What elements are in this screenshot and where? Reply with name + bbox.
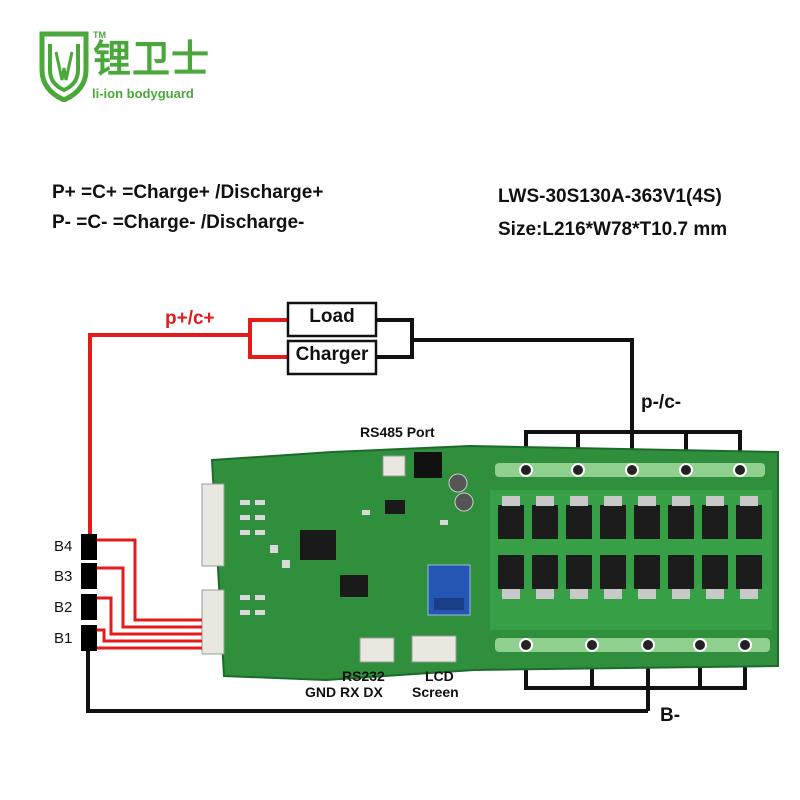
balance-connector-top bbox=[201, 483, 225, 567]
cell-label-b2: B2 bbox=[54, 599, 73, 616]
pcb-power-area bbox=[490, 490, 772, 630]
label-charger: Charger bbox=[295, 344, 369, 365]
lcd-connector bbox=[411, 635, 457, 663]
label-lcd-screen: Screen bbox=[412, 684, 459, 700]
mosfet-tabs bbox=[502, 496, 758, 599]
label-b-minus: B- bbox=[660, 705, 681, 726]
definition-negative: P- =C- =Charge- /Discharge- bbox=[52, 212, 305, 233]
definition-positive: P+ =C+ =Charge+ /Discharge+ bbox=[52, 182, 324, 203]
capacitor bbox=[454, 492, 474, 512]
label-p-plus: p+/c+ bbox=[165, 308, 215, 329]
cell-label-b1: B1 bbox=[54, 630, 73, 647]
cell-label-b3: B3 bbox=[54, 568, 73, 585]
cell-terminals bbox=[81, 534, 97, 651]
rs232-connector bbox=[359, 637, 395, 663]
label-lcd: LCD bbox=[425, 668, 454, 684]
label-p-minus: p-/c- bbox=[641, 392, 682, 413]
logo-tm: TM bbox=[93, 30, 106, 40]
logo-shield-icon bbox=[39, 31, 89, 102]
load-box bbox=[286, 301, 378, 338]
capacitor bbox=[448, 473, 468, 493]
logo-brand-cn: 锂卫士 bbox=[93, 37, 211, 81]
label-rs485: RS485 Port bbox=[360, 424, 435, 440]
cell-label-b4: B4 bbox=[54, 538, 73, 555]
label-rs232-pins: GND RX DX bbox=[305, 684, 383, 700]
logo-brand-en: li-ion bodyguard bbox=[92, 86, 194, 101]
smd-parts bbox=[240, 500, 448, 615]
charger-box bbox=[286, 339, 378, 376]
model-number: LWS-30S130A-363V1(4S) bbox=[498, 186, 722, 207]
balance-wires bbox=[97, 538, 202, 650]
p-minus-terminals bbox=[519, 463, 747, 477]
rs485-connector bbox=[382, 455, 406, 477]
label-load: Load bbox=[309, 306, 355, 327]
control-ics bbox=[300, 500, 405, 597]
balance-connector-bottom bbox=[201, 589, 225, 655]
rs485-chip bbox=[414, 452, 442, 478]
board-size: Size:L216*W78*T10.7 mm bbox=[498, 219, 728, 240]
b-minus-terminals bbox=[519, 638, 752, 652]
mosfet-array bbox=[498, 505, 762, 589]
positive-wire bbox=[88, 318, 288, 540]
bottom-busbar bbox=[495, 638, 770, 652]
label-rs232: RS232 bbox=[342, 668, 385, 684]
